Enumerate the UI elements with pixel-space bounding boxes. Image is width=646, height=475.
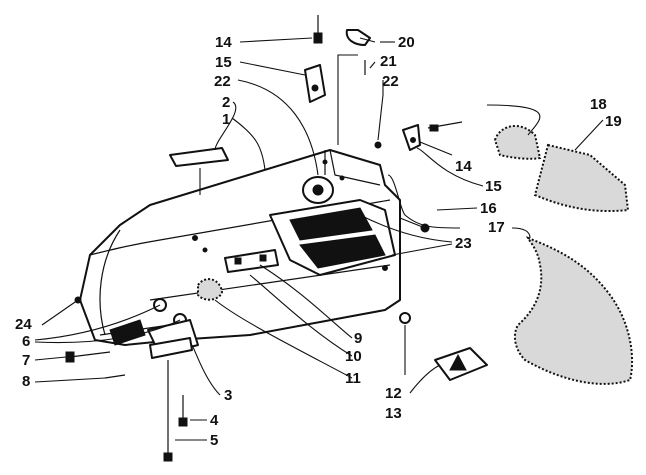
seat-cushion-17	[513, 236, 634, 385]
callout-1: 1	[222, 111, 230, 128]
callout-5: 5	[210, 432, 218, 449]
callout-12: 12	[385, 385, 402, 402]
callout-2: 2	[222, 94, 230, 111]
lower-hardware	[65, 249, 488, 462]
seat-pad-19	[533, 143, 630, 213]
callout-15: 15	[215, 54, 232, 71]
callout-13: 13	[385, 405, 402, 422]
callout-8: 8	[22, 373, 30, 390]
callout-14: 14	[215, 34, 232, 51]
callout-18: 18	[590, 96, 607, 113]
callout-22: 22	[382, 73, 399, 90]
callout-4: 4	[210, 412, 219, 429]
callout-10: 10	[345, 348, 362, 365]
callout-22: 22	[214, 73, 231, 90]
seat-pad-18	[493, 125, 542, 160]
callout-23: 23	[455, 235, 472, 252]
callout-labels: 14 15 22 2 1 20 21 22 18 19 14 15 16 17 …	[15, 34, 622, 449]
callout-14: 14	[455, 158, 472, 175]
part-2-decal	[169, 147, 229, 195]
callout-20: 20	[398, 34, 415, 51]
callout-16: 16	[480, 200, 497, 217]
callout-11: 11	[345, 370, 361, 387]
callout-15: 15	[485, 178, 502, 195]
top-hardware	[304, 15, 463, 233]
console-body	[74, 149, 401, 346]
callout-17: 17	[488, 219, 505, 236]
callout-21: 21	[380, 53, 397, 70]
callout-9: 9	[354, 330, 362, 347]
leader-lines	[34, 37, 604, 441]
callout-19: 19	[605, 113, 622, 130]
callout-24: 24	[15, 316, 32, 333]
callout-3: 3	[224, 387, 232, 404]
callout-6: 6	[22, 333, 30, 350]
callout-7: 7	[22, 352, 30, 369]
